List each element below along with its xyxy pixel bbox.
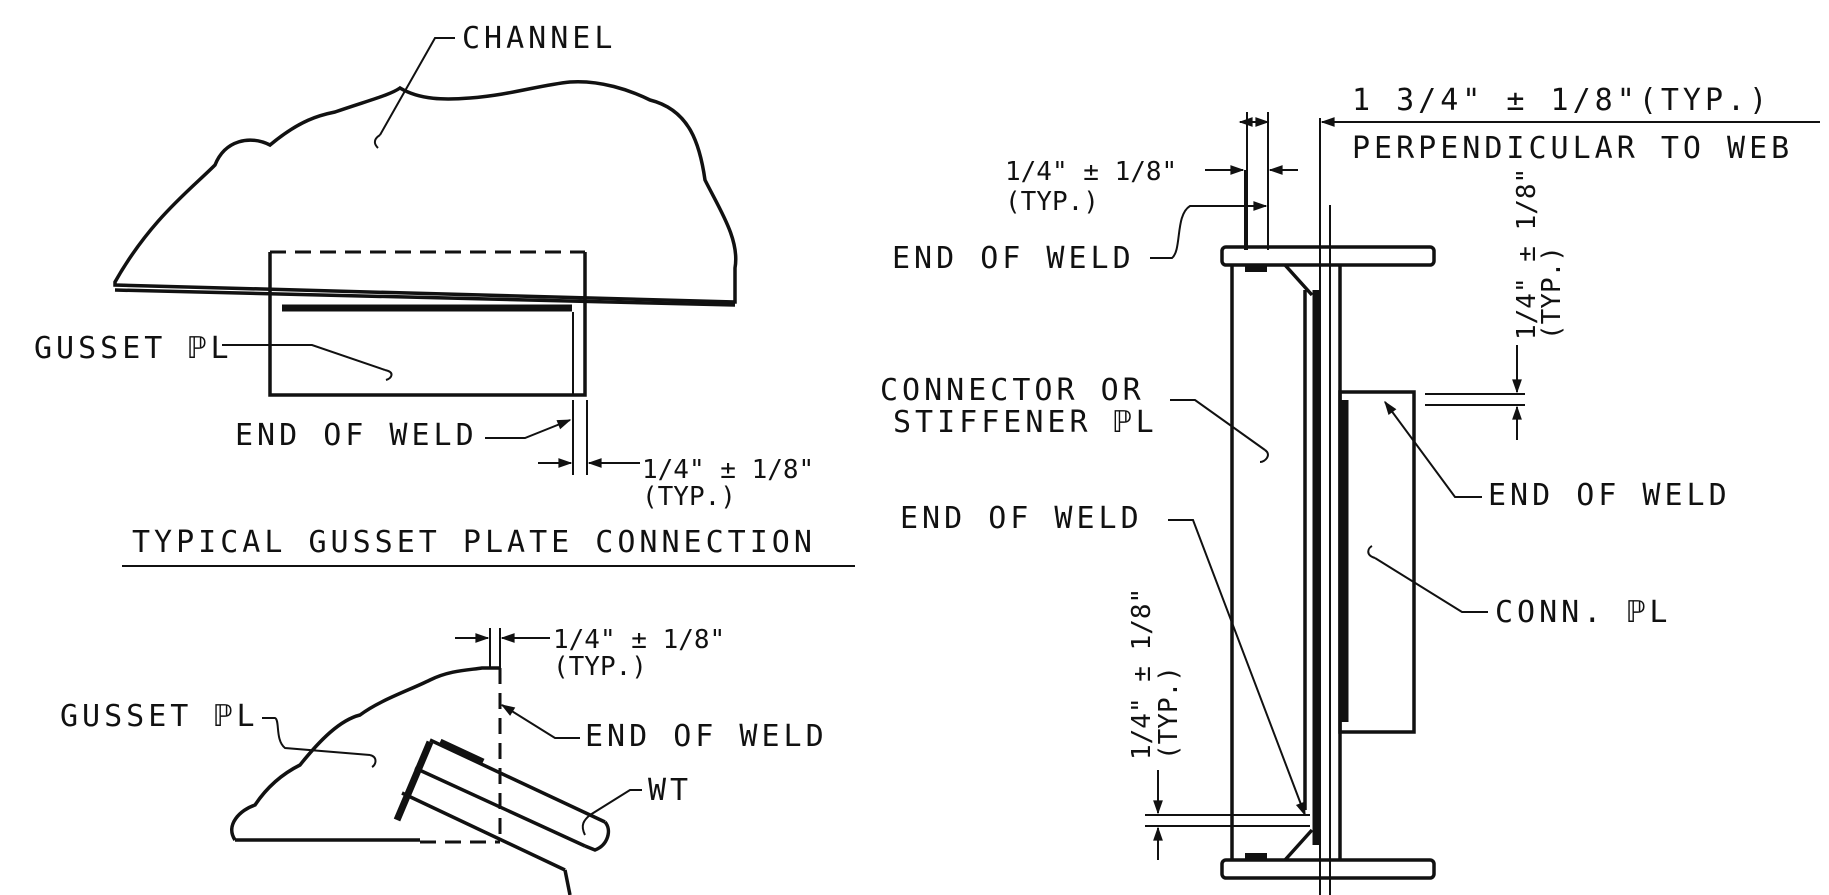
stiffener-connector-detail: 1 3/4" ± 1/8"(TYP.) PERPENDICULAR TO WEB… (880, 83, 1820, 895)
end-of-weld-label-r1: END OF WELD (892, 241, 1135, 276)
typ-label-right: (TYP.) (1005, 187, 1099, 217)
conn-pl-label: CONN. ℙL (1495, 595, 1672, 630)
tolerance-label-top: 1/4" ± 1/8" (642, 455, 814, 485)
bottom-flange (1220, 858, 1436, 880)
typ-label-top: (TYP.) (642, 482, 736, 512)
dim-top-right-label: 1 3/4" ± 1/8"(TYP.) (1352, 83, 1771, 118)
connector-or-label: CONNECTOR OR (880, 373, 1145, 408)
gusset-plate-outline (268, 252, 587, 397)
gusset-pl-label-bottom: GUSSET ℙL (60, 699, 259, 734)
tolerance-vert-left: 1/4" ± 1/8" (1127, 588, 1157, 760)
gusset-connection-title: TYPICAL GUSSET PLATE CONNECTION (132, 525, 816, 560)
top-flange (1220, 245, 1436, 267)
end-of-weld-label-r3: END OF WELD (1488, 478, 1731, 513)
tolerance-label-bottom: 1/4" ± 1/8" (553, 625, 725, 655)
typ-label-bottom: (TYP.) (553, 652, 647, 682)
stiffener-pl-label: STIFFENER ℙL (893, 405, 1158, 440)
end-of-weld-label-top: END OF WELD (235, 418, 478, 453)
end-of-weld-label-bottom: END OF WELD (585, 719, 828, 754)
wt-label: WT (648, 773, 692, 808)
gusset-plate-connection-detail: CHANNEL GUSSET ℙL END OF WELD 1/4" ± 1/8… (34, 21, 855, 567)
gusset-pl-label-top: GUSSET ℙL (34, 331, 233, 366)
tolerance-label-right: 1/4" ± 1/8" (1005, 157, 1177, 187)
channel-leader (379, 37, 455, 136)
typ-vert-left: (TYP.) (1154, 666, 1184, 760)
gusset-cloud-outline (230, 666, 500, 841)
channel-cloud-outline (113, 79, 738, 304)
end-of-weld-label-r2: END OF WELD (900, 501, 1143, 536)
tolerance-vert-right: 1/4" ± 1/8" (1512, 168, 1542, 340)
typ-vert-right: (TYP.) (1537, 246, 1567, 340)
perpendicular-label: PERPENDICULAR TO WEB (1352, 131, 1793, 166)
channel-label: CHANNEL (462, 21, 616, 56)
wt-member (393, 738, 611, 895)
connection-plate (1338, 390, 1416, 734)
wt-connection-detail: 1/4" ± 1/8" (TYP.) GUSSET ℙL END OF WELD… (60, 625, 828, 895)
